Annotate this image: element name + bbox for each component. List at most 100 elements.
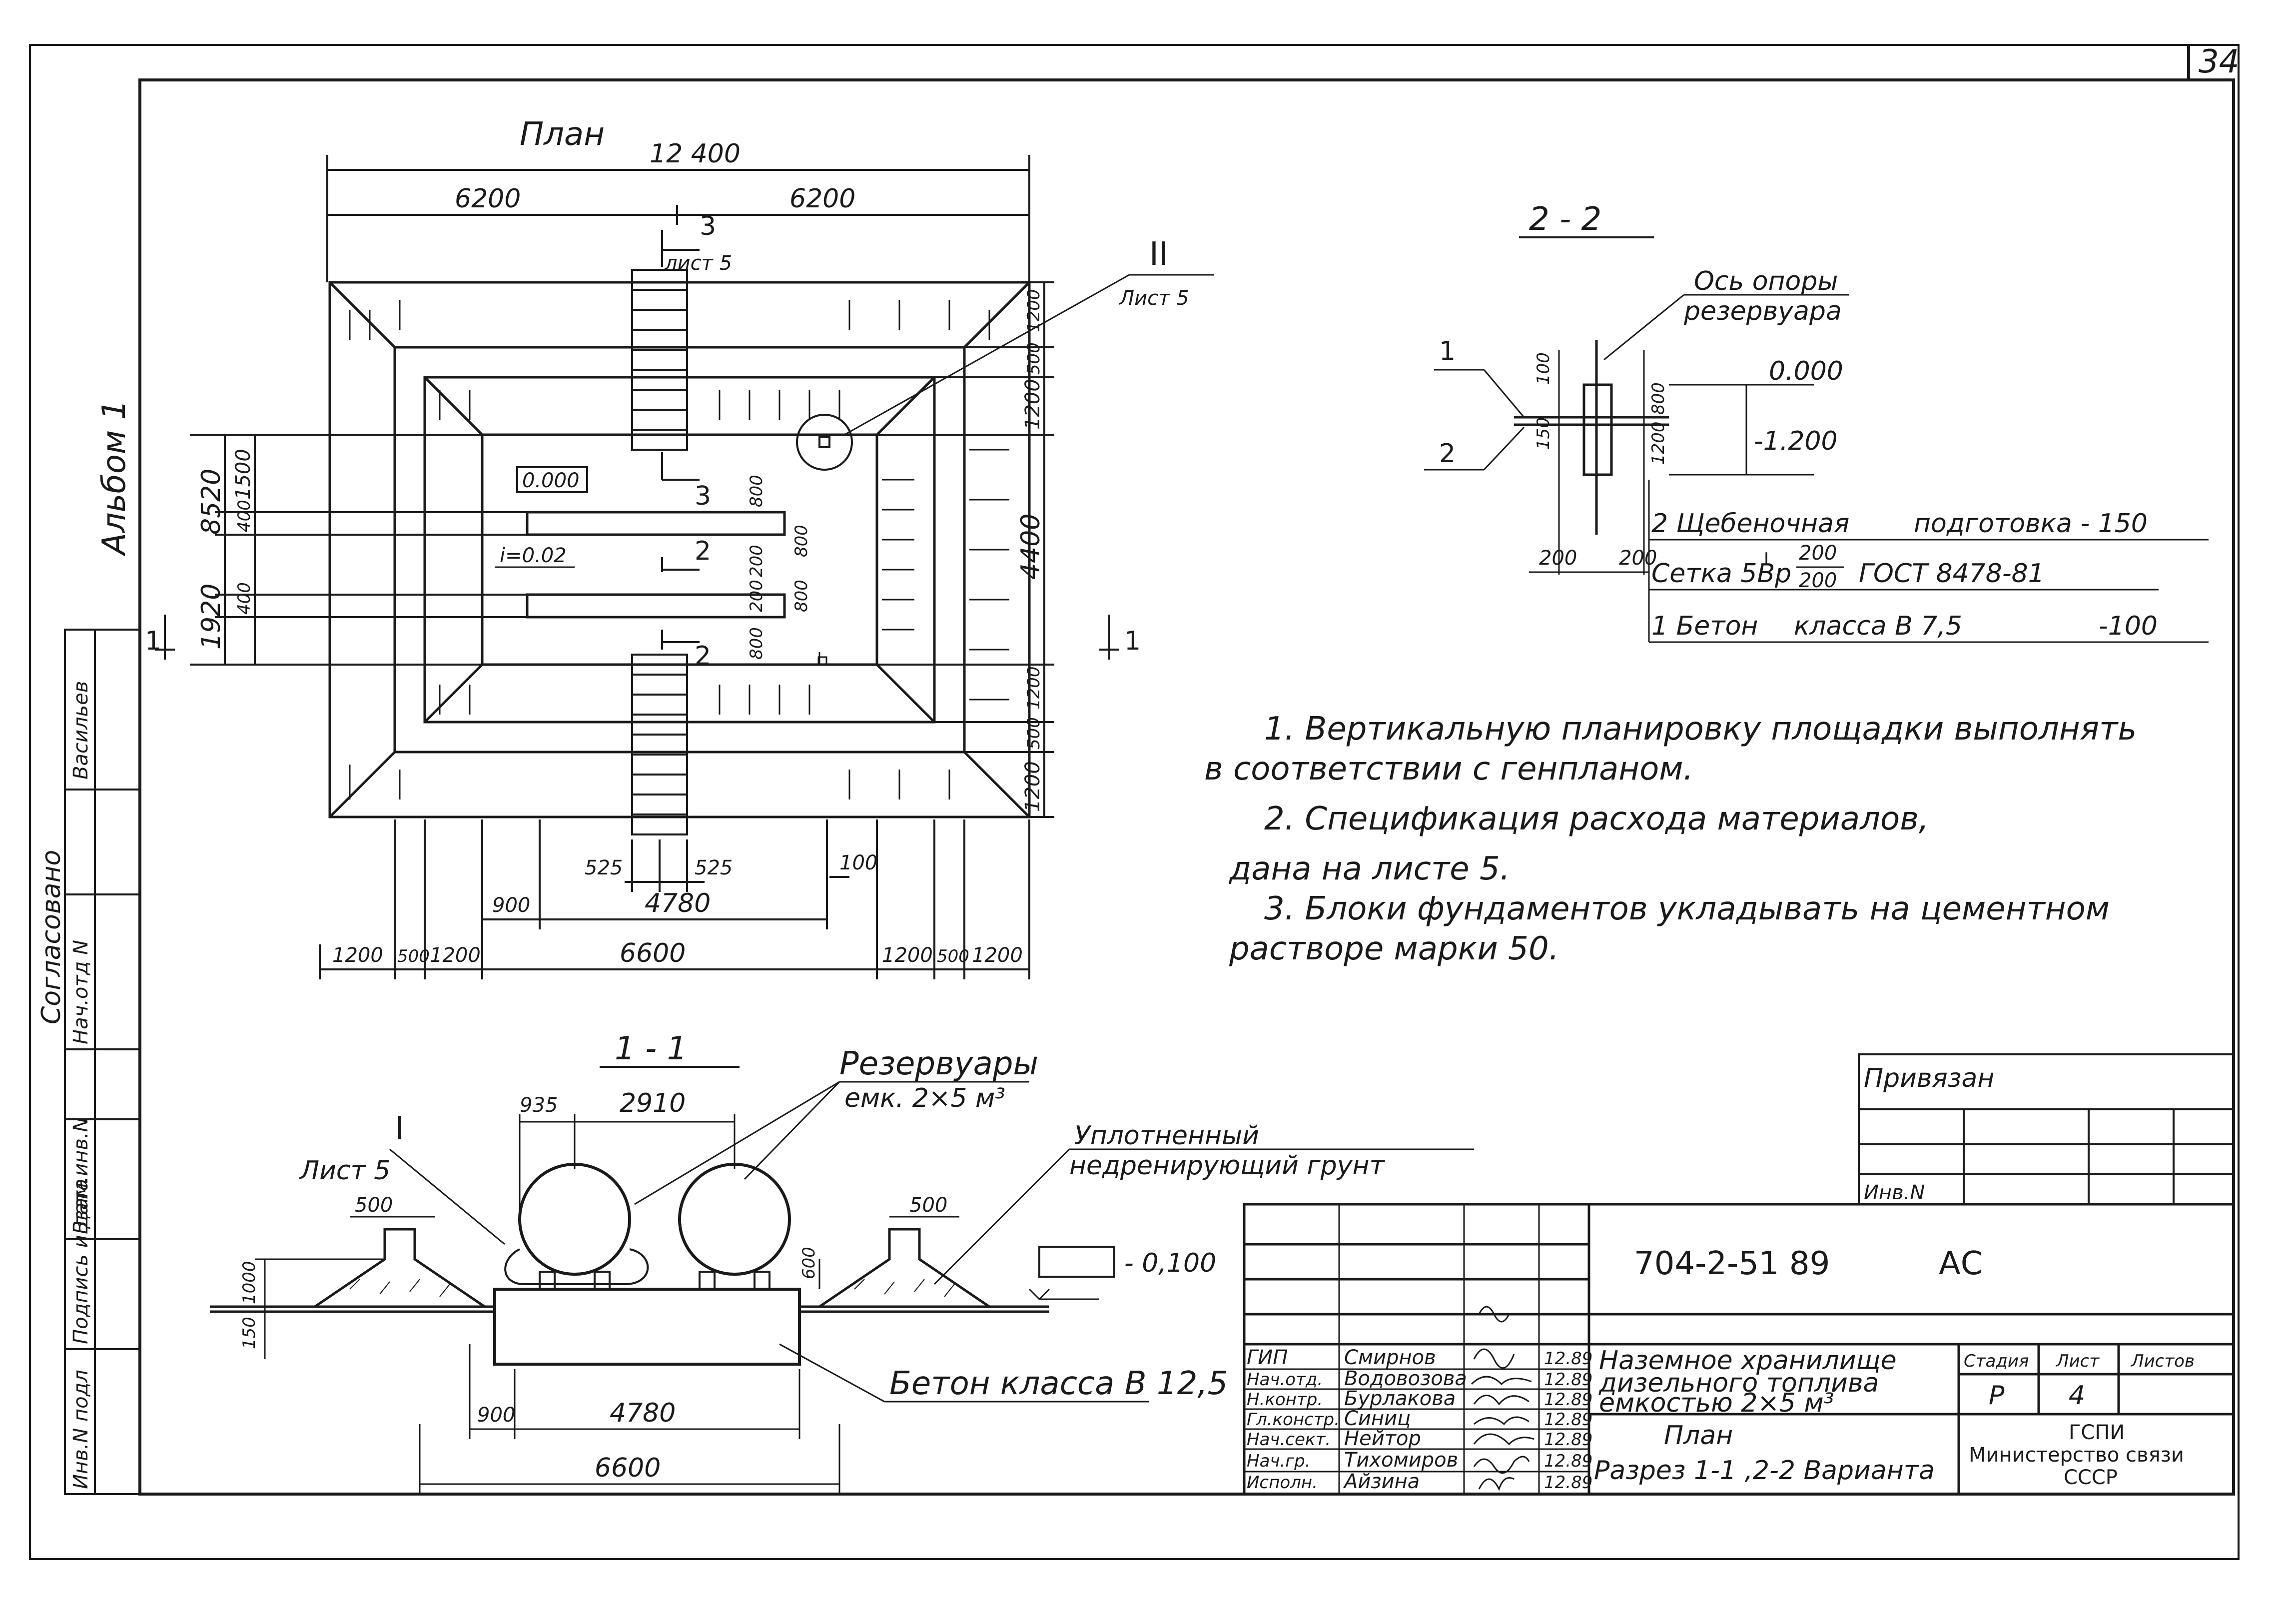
s22-title: 2 - 2 [1529,201,1601,238]
tb-name-3: Бурлакова [1344,1387,1456,1410]
tb-stage-header: Стадия [1964,1351,2029,1371]
s22-layer1-class: класса В 7,5 [1794,611,1962,641]
plan-dim-b4: 6600 [620,938,686,968]
privyazan-block: Привязан Инв.N [1858,1053,2235,1205]
note-line-4: дана на листе 5. [1229,850,1510,887]
inv-orig-label: Инв.N подл [69,1370,92,1489]
s11-concrete: Бетон класса В 12,5 [889,1365,1228,1402]
note-line-3: 2. Спецификация расхода материалов, [1264,801,1929,837]
sign-date-label: Подпись и дата [69,1179,92,1344]
title-block: 704-2-51 89 АС ГИП Смирнов 12.89 Нач.отд… [1243,1203,2235,1496]
tb-org-3: СССР [2064,1466,2118,1489]
s11-soil-label-1: Уплотненный [1074,1121,1259,1151]
tb-date-5: 12.89 [1544,1430,1592,1450]
tb-date-6: 12.89 [1544,1451,1592,1471]
tb-name-7: Айзина [1343,1470,1420,1493]
plan-dim-i1: 800 [747,475,766,507]
s11-dim-2910: 2910 [620,1088,686,1118]
s22-dim-200b: 200 [1619,547,1657,570]
tb-object-3: емкостью 2×5 м³ [1599,1388,1834,1418]
plan-slope: i=0.02 [500,544,567,567]
album-label: Альбом 1 [96,400,133,557]
s22-mesh-frac-num: 200 [1799,542,1837,565]
s22-layer2-name: 2 Щебеночная [1651,509,1849,539]
plan-dim-i5: 800 [791,525,811,557]
plan-dim-525-left: 525 [585,856,623,879]
tb-role-5: Нач.сект. [1247,1430,1331,1450]
plan-view: План [145,116,1214,979]
tb-code: 704-2-51 89 [1634,1245,1830,1282]
s22-mesh-sup: I [1764,549,1769,569]
plan-mark-2-top: 2 [695,536,711,566]
s22-pointer-1: 1 [1439,336,1456,366]
s11-dim-500a: 500 [355,1194,393,1217]
s11-soil-label-2: недренирующий грунт [1069,1151,1385,1181]
tb-sheet-1: План [1664,1421,1733,1451]
signatures [1471,1306,1534,1491]
s11-roman-i: I [395,1110,404,1147]
agreed-person: Васильев [69,681,92,780]
plan-dim-b5: 1200 [882,944,933,967]
s11-dim-150: 150 [239,1317,259,1349]
sheet-number: 34 [2199,43,2239,80]
plan-dim-r3: 1200 [1021,379,1044,430]
plan-mark-3-top: 3 [700,211,716,241]
tb-sheets-header: Листов [2130,1351,2195,1371]
s22-dim-1200: 1200 [1648,421,1668,465]
plan-dim-400a: 400 [234,500,254,532]
plan-dim-900: 900 [492,894,530,917]
tb-mark: АС [1939,1245,1983,1282]
s11-dim-935: 935 [520,1094,558,1117]
plan-dim-4780: 4780 [645,888,711,918]
note-line-6: растворе марки 50. [1229,930,1559,967]
plan-dim-r1: 1200 [1024,289,1044,332]
s22-dim-200a: 200 [1539,547,1577,570]
plan-dim-overall: 12 400 [650,139,741,169]
plan-title: План [520,116,605,153]
s22-mesh-gost: ГОСТ 8478-81 [1859,559,2045,589]
tb-role-2: Нач.отд. [1247,1370,1323,1390]
s11-title: 1 - 1 [615,1030,687,1067]
s22-dim-800: 800 [1648,382,1668,415]
plan-dim-r7: 1200 [1021,761,1044,812]
plan-dim-400b: 400 [234,582,254,615]
tb-name-1: Смирнов [1344,1346,1436,1369]
tb-date-7: 12.89 [1544,1473,1592,1493]
privyazan-inv: Инв.N [1864,1181,1925,1204]
plan-mark-1-left: 1 [145,626,161,656]
plan-dim-i4: 800 [747,627,766,660]
plan-dim-b7: 1200 [972,944,1023,967]
plan-dim-r2: 500 [1024,342,1044,375]
section-1-1: 1 - 1 Резервуары емк. 2×5 м³ Уплотненный… [210,1030,1474,1494]
plan-mark-1-right: 1 [1124,626,1141,656]
s22-mesh-name: Сетка 5Вр [1651,559,1791,589]
plan-sheet-ref-top: лист 5 [664,252,732,275]
tb-role-7: Исполн. [1247,1473,1318,1493]
s11-sheet-ref: Лист 5 [299,1156,390,1186]
plan-roman-ii: II [1149,236,1168,273]
tb-role-3: Н.контр. [1247,1390,1323,1410]
plan-dim-1920: 1920 [196,584,226,650]
tb-sheet-header: Лист [2055,1351,2100,1371]
tb-role-6: Нач.гр. [1247,1451,1311,1471]
s11-dim-4780: 4780 [610,1398,676,1428]
plan-dim-right: 6200 [789,184,855,214]
tb-date-3: 12.89 [1544,1390,1592,1410]
plan-dim-left: 6200 [455,184,521,214]
s22-level-000: 0.000 [1769,356,1843,386]
plan-dim-r5: 1200 [1024,666,1044,710]
s11-dim-500b: 500 [909,1194,947,1217]
plan-dim-525-right: 525 [695,856,733,879]
general-notes: 1. Вертикальную планировку площадки выпо… [1204,711,2137,967]
plan-sheet-ref-right: Лист 5 [1118,287,1189,310]
tb-stage: Р [1989,1381,2005,1411]
tb-org-2: Министерство связи [1969,1444,2184,1467]
s11-tanks-label-1: Резервуары [839,1045,1038,1082]
s22-mesh-frac-den: 200 [1799,569,1837,592]
plan-mark-3-bottom: 3 [695,481,711,511]
plan-mark-2-bottom: 2 [695,641,711,671]
plan-dim-r4: 4400 [1016,514,1046,580]
agreed-label: Согласовано [36,850,66,1024]
s22-dim-100: 100 [1533,352,1553,385]
